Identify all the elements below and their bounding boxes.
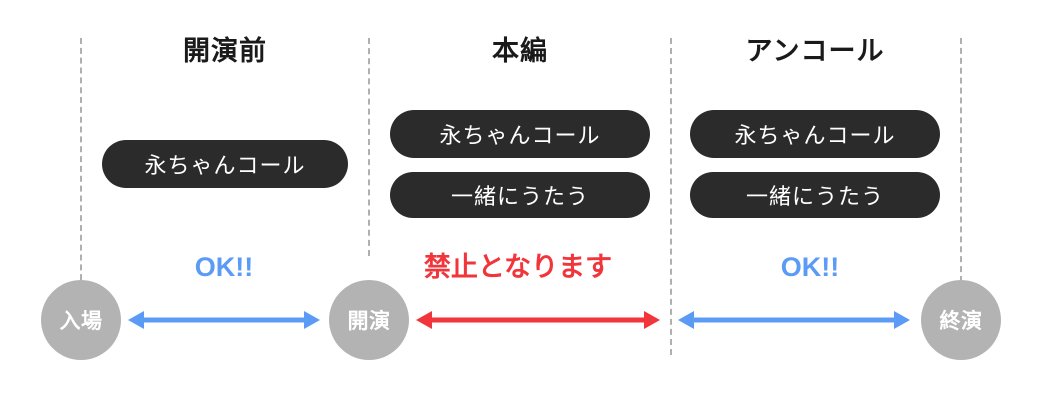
pill-pre-show-1: 永ちゃんコール xyxy=(102,140,348,188)
pill-main-set-2: 一緒にうたう xyxy=(390,172,650,218)
verdict-main-set-tail: となります xyxy=(477,252,613,282)
phase-title-encore: アンコール xyxy=(745,36,885,66)
arrow-pre-show-segment xyxy=(128,307,320,333)
divider-entry xyxy=(80,38,82,290)
arrow-main-set-segment xyxy=(416,307,660,333)
timeline-node-show-start: 開演 xyxy=(329,280,409,360)
phase-title-main-set: 本編 xyxy=(492,36,548,66)
timeline-node-show-end: 終演 xyxy=(921,280,1001,360)
verdict-main-set-strong: 禁止 xyxy=(423,252,478,282)
pill-encore-1: 永ちゃんコール xyxy=(690,110,940,158)
verdict-main-set: 禁止となります xyxy=(418,254,618,281)
arrow-encore-segment xyxy=(678,307,910,333)
pill-main-set-1: 永ちゃんコール xyxy=(390,110,650,158)
phase-title-pre-show: 開演前 xyxy=(183,36,267,66)
pill-encore-2: 一緒にうたう xyxy=(690,172,940,218)
timeline-node-entry: 入場 xyxy=(41,280,121,360)
divider-show-end xyxy=(960,38,962,282)
divider-encore-start xyxy=(670,38,672,355)
divider-show-start xyxy=(368,38,370,256)
verdict-encore: OK!! xyxy=(780,252,840,282)
verdict-pre-show: OK!! xyxy=(194,252,254,282)
